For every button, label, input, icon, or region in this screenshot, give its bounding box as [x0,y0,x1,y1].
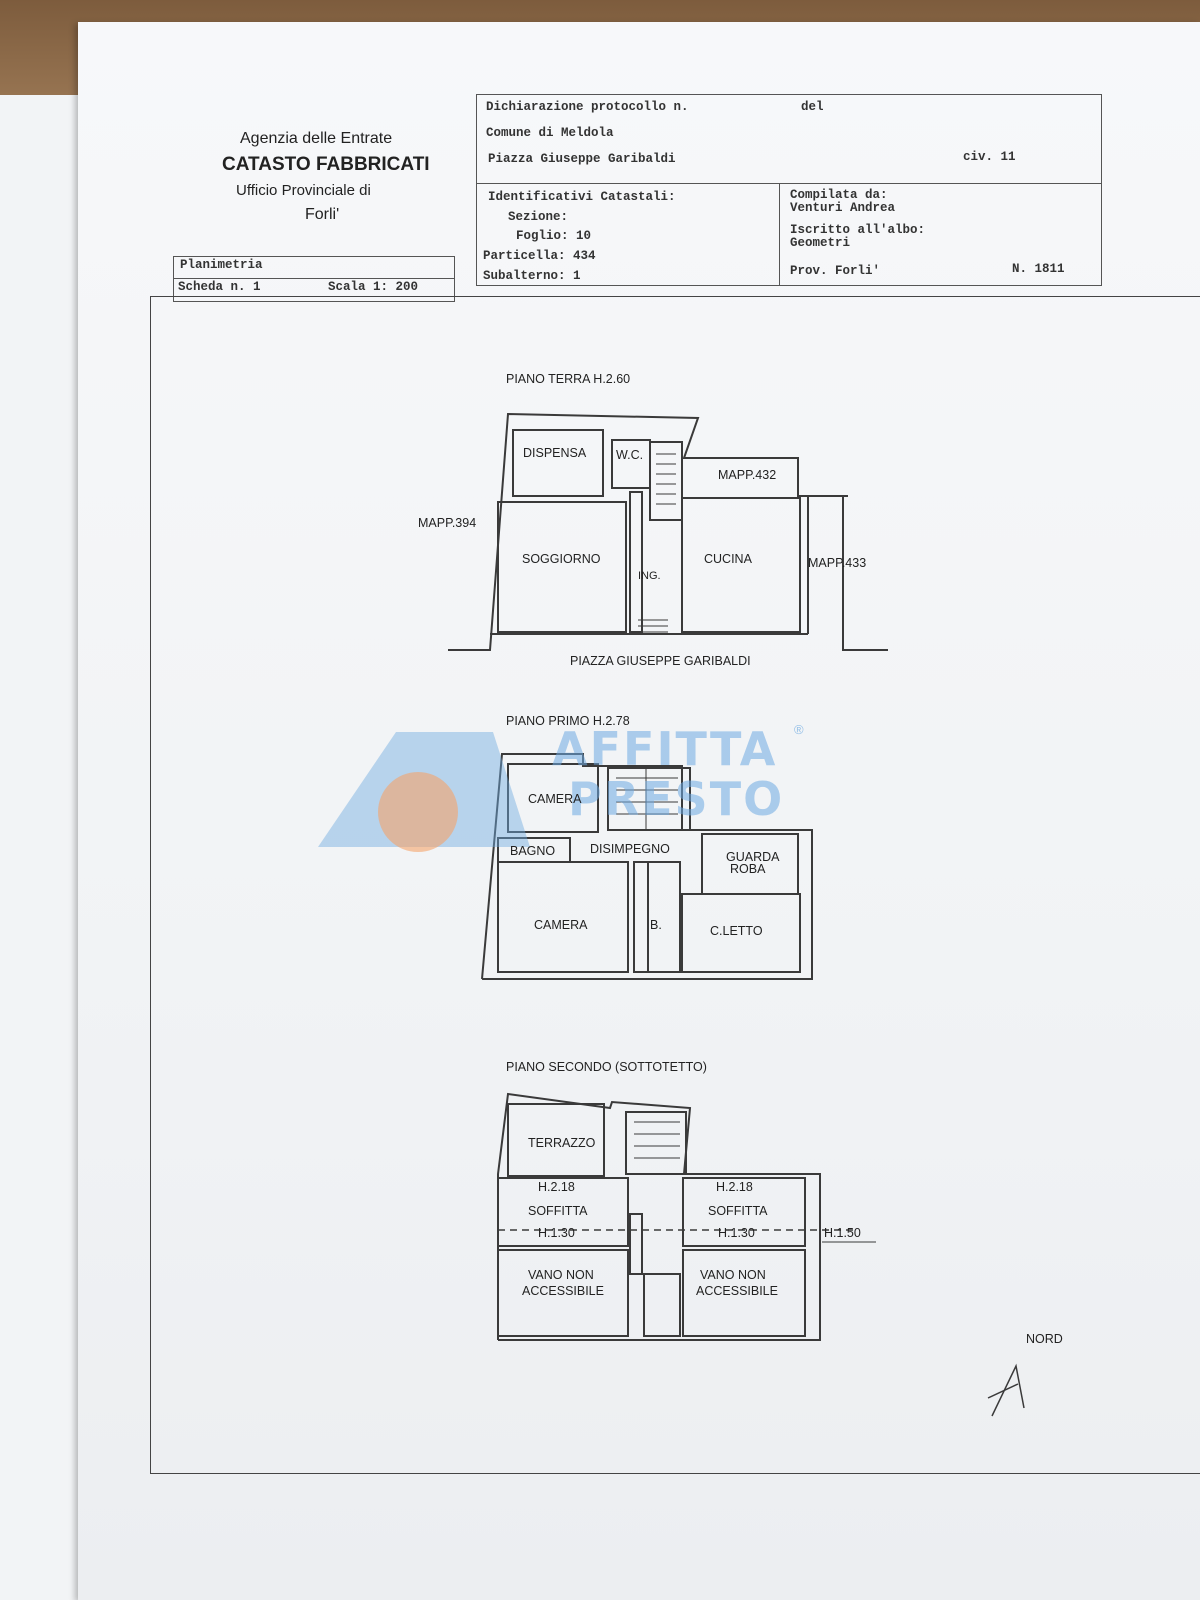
watermark-logo [318,732,530,852]
albo-label: Geometri [790,236,851,250]
foglio-label: Foglio: 10 [516,229,592,243]
room-cucina: CUCINA [704,552,752,566]
planimetria-label: Planimetria [180,258,263,272]
piano-terra-title: PIANO TERRA H.2.60 [506,372,631,386]
agency-line4: Forli' [305,206,340,223]
agency-line3: Ufficio Provinciale di [236,182,371,199]
piano-primo-title: PIANO PRIMO H.2.78 [506,714,630,728]
height-130-right: H.1.30 [718,1226,755,1240]
room-soffitta-right: SOFFITTA [708,1204,768,1218]
room-roba: ROBA [730,862,766,876]
civico-label: civ. 11 [963,150,1016,164]
agency-line2: CATASTO FABBRICATI [222,154,430,175]
scala-label: Scala 1: 200 [328,280,419,294]
room-dispensa: DISPENSA [523,446,587,460]
room-ingresso: ING. [638,570,661,582]
comune-label: Comune di Meldola [486,126,614,140]
room-wc: W.C. [616,448,644,462]
mapp-432: MAPP.432 [718,468,777,482]
drawing-frame [150,296,1200,1474]
del-label: del [801,100,824,114]
height-218-right: H.2.18 [716,1180,753,1194]
iscritto-label: Iscritto all'albo: [790,223,926,237]
room-guarda: GUARDA [726,850,780,864]
room-vano-left-2: ACCESSIBILE [522,1284,604,1298]
agency-line1: Agenzia delle Entrate [240,130,393,147]
piano-secondo-title: PIANO SECONDO (SOTTOTETTO) [506,1060,707,1074]
nord-label: NORD [1026,1332,1063,1346]
room-bagno-small: B. [650,918,662,932]
declaration-box [476,94,1102,286]
room-disimpegno: DISIMPEGNO [590,842,670,856]
height-130-left: H.1.30 [538,1226,575,1240]
scheda-label: Scheda n. 1 [178,280,261,294]
dichiarazione-label: Dichiarazione protocollo n. [486,100,689,114]
street-label: PIAZZA GIUSEPPE GARIBALDI [570,654,751,668]
indirizzo-label: Piazza Giuseppe Garibaldi [488,152,676,166]
prov-label: Prov. Forli' [790,264,881,278]
height-218-left: H.2.18 [538,1180,575,1194]
mapp-433: MAPP.433 [808,556,867,570]
compilata-name: Venturi Andrea [790,201,896,215]
planimetria-box [173,256,455,302]
numero-label: N. 1811 [1012,262,1065,276]
watermark-line2: PRESTO [568,772,785,826]
room-camera-2: CAMERA [534,918,588,932]
floor-plans-drawing [318,412,1025,1417]
room-soffitta-left: SOFFITTA [528,1204,588,1218]
room-vano-right-2: ACCESSIBILE [696,1284,778,1298]
height-150: H.1.50 [824,1226,861,1240]
particella-label: Particella: 434 [483,249,596,263]
compilata-label: Compilata da: [790,188,888,202]
room-bagno: BAGNO [510,844,556,858]
subalterno-label: Subalterno: 1 [483,269,581,283]
room-vano-left-1: VANO NON [528,1268,594,1282]
room-vano-right-1: VANO NON [700,1268,766,1282]
watermark-reg: ® [794,722,804,737]
mapp-394: MAPP.394 [418,516,477,530]
room-camera-1: CAMERA [528,792,582,806]
cadastral-sheet: Agenzia delle Entrate CATASTO FABBRICATI… [78,22,1200,1600]
room-soggiorno: SOGGIORNO [522,552,601,566]
identificativi-title: Identificativi Catastali: [488,190,676,204]
room-c-letto: C.LETTO [710,924,763,938]
watermark-line1: AFFITTA [552,722,778,776]
room-terrazzo: TERRAZZO [528,1136,596,1150]
sezione-label: Sezione: [508,210,569,224]
